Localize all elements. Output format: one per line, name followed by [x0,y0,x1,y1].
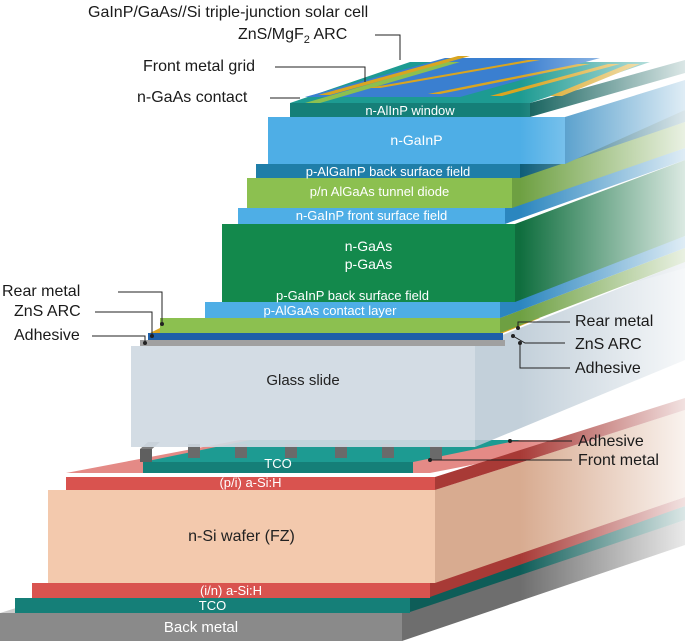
front-metal-finger [430,446,442,460]
p-gaas-label: p-GaAs [344,256,393,272]
n-alinp-window-label: n-AlInP window [365,103,455,118]
front-metal-finger [140,449,152,462]
n-si-wafer-label: n-Si wafer (FZ) [188,528,295,545]
leader-front-grid [275,66,366,82]
leader-zns-right [512,335,565,344]
n-gainp-layer [268,117,565,164]
front-metal-finger [285,444,297,458]
arc-top-label: ZnS/MgF2 ARC [238,26,347,49]
tco-bottom-layer [15,598,410,613]
front-metal-fingers [140,442,442,462]
n-gainp-fsf-layer [238,208,505,224]
leader-dots [143,322,522,462]
p-i-asi-layer [66,477,435,490]
tco-top-layer [143,462,413,473]
p-algainp-bsf-layer [256,164,520,178]
front-metal-label: Front metal [578,452,659,469]
tco-bottom-label: TCO [198,598,227,613]
glass-slide-label: Glass slide [266,372,340,389]
right-fade [520,40,685,640]
zns-arc-right-label: ZnS ARC [575,336,642,353]
leader-arc-top [375,34,401,60]
front-metal-finger [235,444,247,458]
leader-rear-metal-left [118,291,163,324]
gaas-layer [222,224,515,302]
p-i-asi-label: (p/i) a-Si:H [219,475,282,490]
p-gainp-bsf-label: p-GaInP back surface field [276,288,429,303]
glass-slide [131,346,475,447]
p-algaas-contact-layer [160,318,500,333]
i-n-asi-label: (i/n) a-Si:H [199,583,263,598]
n-si-wafer-layer [48,490,435,583]
front-metal-finger [188,444,200,458]
rear-metal-left-label: Rear metal [2,283,81,300]
n-gaas-contact-layer [305,62,460,103]
adhesive-right-top-label: Adhesive [575,360,641,377]
n-alinp-window-layer [290,103,530,117]
zns-arc-left-label: ZnS ARC [14,303,81,320]
adhesive-left-label: Adhesive [14,327,80,344]
leader-zns-left [95,311,153,336]
tco-top-label: TCO [264,456,292,471]
arc-top-prefix: ZnS/MgF [238,26,304,43]
front-metal-finger [382,444,394,458]
front-metal-grid-finger [318,56,470,95]
p-algainp-bsf-label: p-AlGaInP back surface field [305,164,471,179]
n-gaas-label: n-GaAs [344,238,393,254]
front-metal-grid-label: Front metal grid [143,58,256,75]
adhesive-strip [140,340,505,346]
leader-adhesive-right [519,343,570,369]
n-gaas-contact-label: n-GaAs contact [137,89,248,106]
back-metal-label: Back metal [163,619,239,636]
diagram-title: GaInP/GaAs//Si triple-junction solar cel… [88,4,369,21]
i-n-asi-layer [32,583,430,598]
p-algaas-contact-label: p-AlGaAs contact layer [263,303,397,318]
arc-top-subscript: 2 [303,34,310,47]
tunnel-diode-label: p/n AlGaAs tunnel diode [309,184,450,199]
n-gainp-fsf-label: n-GaInP front surface field [295,208,448,223]
arc-top-suffix: ARC [309,26,348,43]
front-metal-finger [335,444,347,458]
rear-arc-band [148,333,503,340]
n-gainp-label: n-GaInP [390,132,443,148]
p-gainp-bsf-layer [205,302,500,318]
leader-adhesive-left [92,335,146,342]
tunnel-diode-layer [247,178,512,208]
adhesive-right-bottom-label: Adhesive [578,433,644,450]
front-metal-grid-finger [368,60,540,88]
back-metal-layer [0,613,402,641]
rear-metal-right-label: Rear metal [575,313,654,330]
